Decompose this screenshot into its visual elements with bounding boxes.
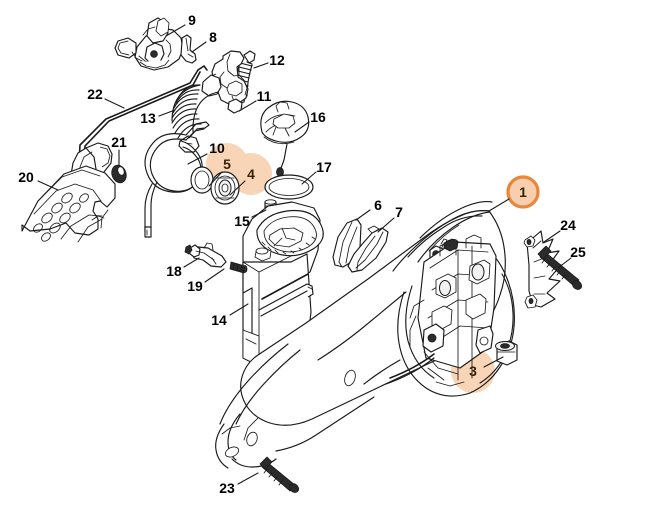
- callout-leader-17: [301, 171, 317, 185]
- callout-number-13: 13: [140, 110, 156, 126]
- callout-leader-7: [377, 217, 395, 233]
- callout-leader-6: [355, 209, 371, 221]
- callout-number-5[interactable]: 5: [223, 156, 231, 172]
- part-4-ball-bearing: [210, 171, 240, 205]
- callout-number-20: 20: [18, 169, 34, 185]
- callout-number-9: 9: [188, 12, 196, 28]
- callout-leader-22: [104, 98, 125, 109]
- callout-number-11: 11: [256, 88, 272, 104]
- callout-leader-13: [158, 109, 176, 117]
- callout-number-25: 25: [570, 244, 586, 260]
- highlight-ring-1: [506, 175, 540, 209]
- callout-number-24: 24: [560, 217, 576, 233]
- part-10-brake-band: [144, 121, 210, 238]
- part-16-filler-cap: [260, 100, 310, 177]
- callout-number-19: 19: [187, 278, 203, 294]
- callout-leader-3: [483, 356, 504, 368]
- callout-number-8: 8: [209, 29, 217, 45]
- callout-number-7: 7: [395, 204, 403, 220]
- part-1-motor-housing: [215, 201, 515, 469]
- callout-number-14: 14: [211, 312, 227, 328]
- callout-number-22: 22: [87, 86, 103, 102]
- callout-number-10: 10: [209, 140, 225, 156]
- callout-number-23: 23: [219, 480, 235, 496]
- part-8-pawl-latch: [180, 34, 197, 64]
- part-18-hose-connector: [184, 242, 227, 268]
- callout-number-21: 21: [111, 134, 127, 150]
- callout-number-3[interactable]: 3: [469, 363, 477, 379]
- callout-leader-5: [208, 171, 223, 187]
- callout-leader-9: [165, 24, 186, 37]
- callout-leader-14: [229, 303, 249, 316]
- part-3-spacer-sleeve: [495, 340, 518, 366]
- part-21-bushing: [111, 164, 127, 184]
- callout-number-16: 16: [310, 109, 326, 125]
- callout-leaders: [37, 24, 572, 485]
- part-13-coil-spring: [171, 74, 222, 153]
- callout-leader-10: [187, 153, 208, 165]
- callout-leader-8: [191, 41, 207, 53]
- callout-number-18: 18: [166, 263, 182, 279]
- callout-leader-23: [237, 472, 259, 485]
- part-19-pin: [229, 261, 248, 274]
- callout-leader-12: [253, 62, 269, 69]
- callout-number-6: 6: [374, 197, 382, 213]
- callout-number-12: 12: [269, 52, 285, 68]
- callout-leader-24: [543, 230, 561, 243]
- callout-leader-25: [557, 257, 572, 269]
- callout-leader-18: [183, 257, 200, 268]
- part-25-screw-upper: [537, 245, 583, 290]
- part-7-deflector: [347, 225, 389, 273]
- callout-leader-19: [204, 268, 225, 283]
- highlight-circle-1: [506, 175, 540, 209]
- part-5-o-ring: [190, 166, 214, 194]
- callout-leader-15: [251, 209, 267, 218]
- callout-leader-1: [488, 198, 510, 212]
- part-23-screw-lower: [259, 456, 300, 493]
- callout-leader-20: [37, 180, 59, 191]
- callout-leader-4: [229, 180, 246, 196]
- callout-number-15: 15: [234, 213, 250, 229]
- callout-number-4[interactable]: 4: [247, 166, 255, 182]
- callout-leader-16: [294, 121, 310, 133]
- callout-number-1[interactable]: 1: [519, 184, 527, 200]
- part-17-large-o-ring: [264, 174, 314, 200]
- callout-number-17: 17: [316, 159, 332, 175]
- part-20-handguard-bar: [21, 142, 116, 243]
- part-9-trigger-interlock: [114, 17, 184, 71]
- callout-leader-11: [238, 100, 257, 112]
